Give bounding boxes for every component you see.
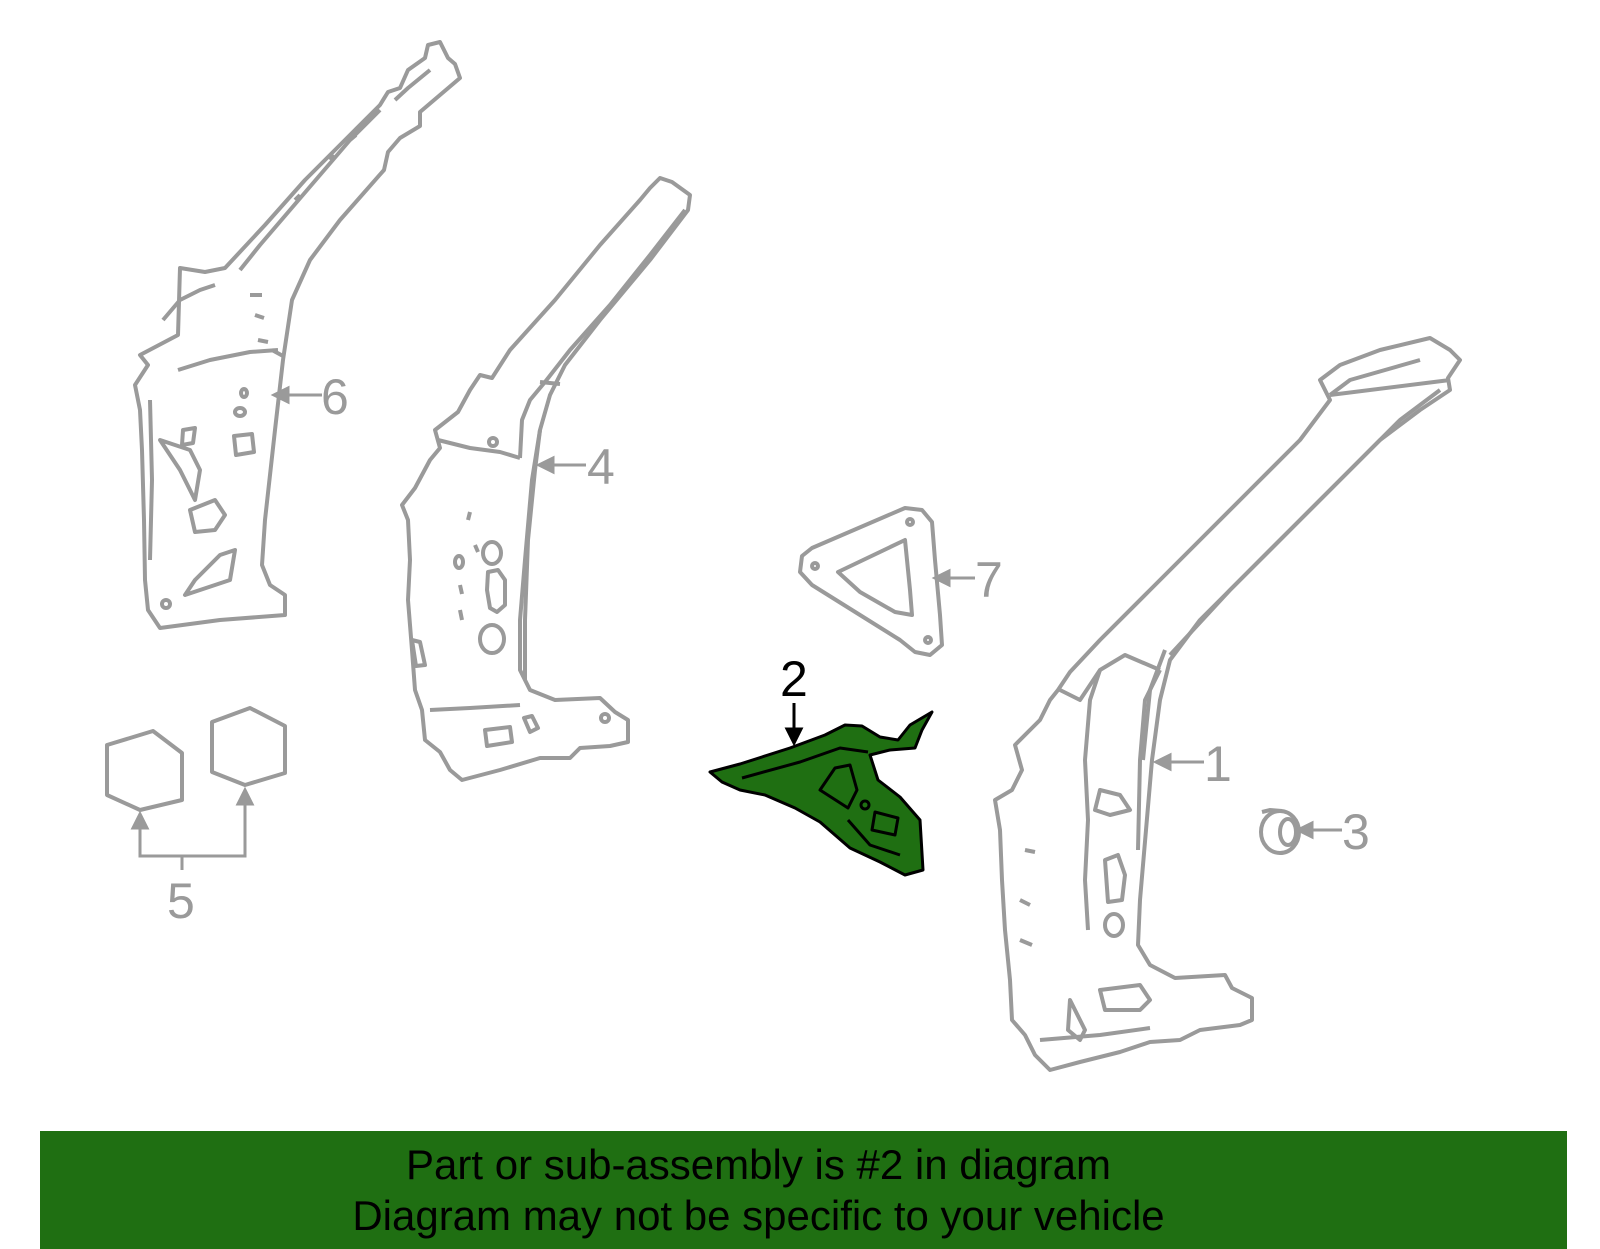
part-6-pillar-panel[interactable] [133, 40, 462, 630]
banner-line-disclaimer: Diagram may not be specific to your vehi… [352, 1192, 1165, 1239]
info-banner: Part or sub-assembly is #2 in diagram Di… [40, 1131, 1567, 1249]
part-6-leader [270, 385, 322, 405]
info-banner-background [40, 1131, 1567, 1249]
part-7-leader [931, 568, 975, 588]
callout-label-6: 6 [321, 369, 349, 425]
part-3-grommet[interactable] [1259, 807, 1301, 855]
banner-line-part-number: Part or sub-assembly is #2 in diagram [406, 1141, 1111, 1188]
part-2-leader [784, 703, 804, 747]
callout-label-7: 7 [975, 552, 1003, 608]
part-3-leader [1294, 820, 1342, 840]
callout-label-1: 1 [1204, 736, 1232, 792]
part-5-hexagon-right [210, 706, 287, 787]
part-7-gusset[interactable] [798, 506, 944, 657]
callout-label-2: 2 [780, 651, 808, 707]
part-1-leader [1152, 752, 1204, 772]
callout-label-5: 5 [167, 873, 195, 929]
callout-label-3: 3 [1342, 804, 1370, 860]
callout-label-4: 4 [587, 439, 615, 495]
part-2-bracket-highlighted[interactable] [708, 710, 934, 877]
part-5-leader [130, 786, 255, 870]
part-5-plugs[interactable] [105, 706, 287, 812]
part-5-hexagon-left [105, 729, 184, 812]
part-4-pillar-panel[interactable] [400, 176, 692, 782]
part-1-pillar-panel[interactable] [993, 336, 1462, 1072]
part-4-leader [535, 455, 586, 475]
